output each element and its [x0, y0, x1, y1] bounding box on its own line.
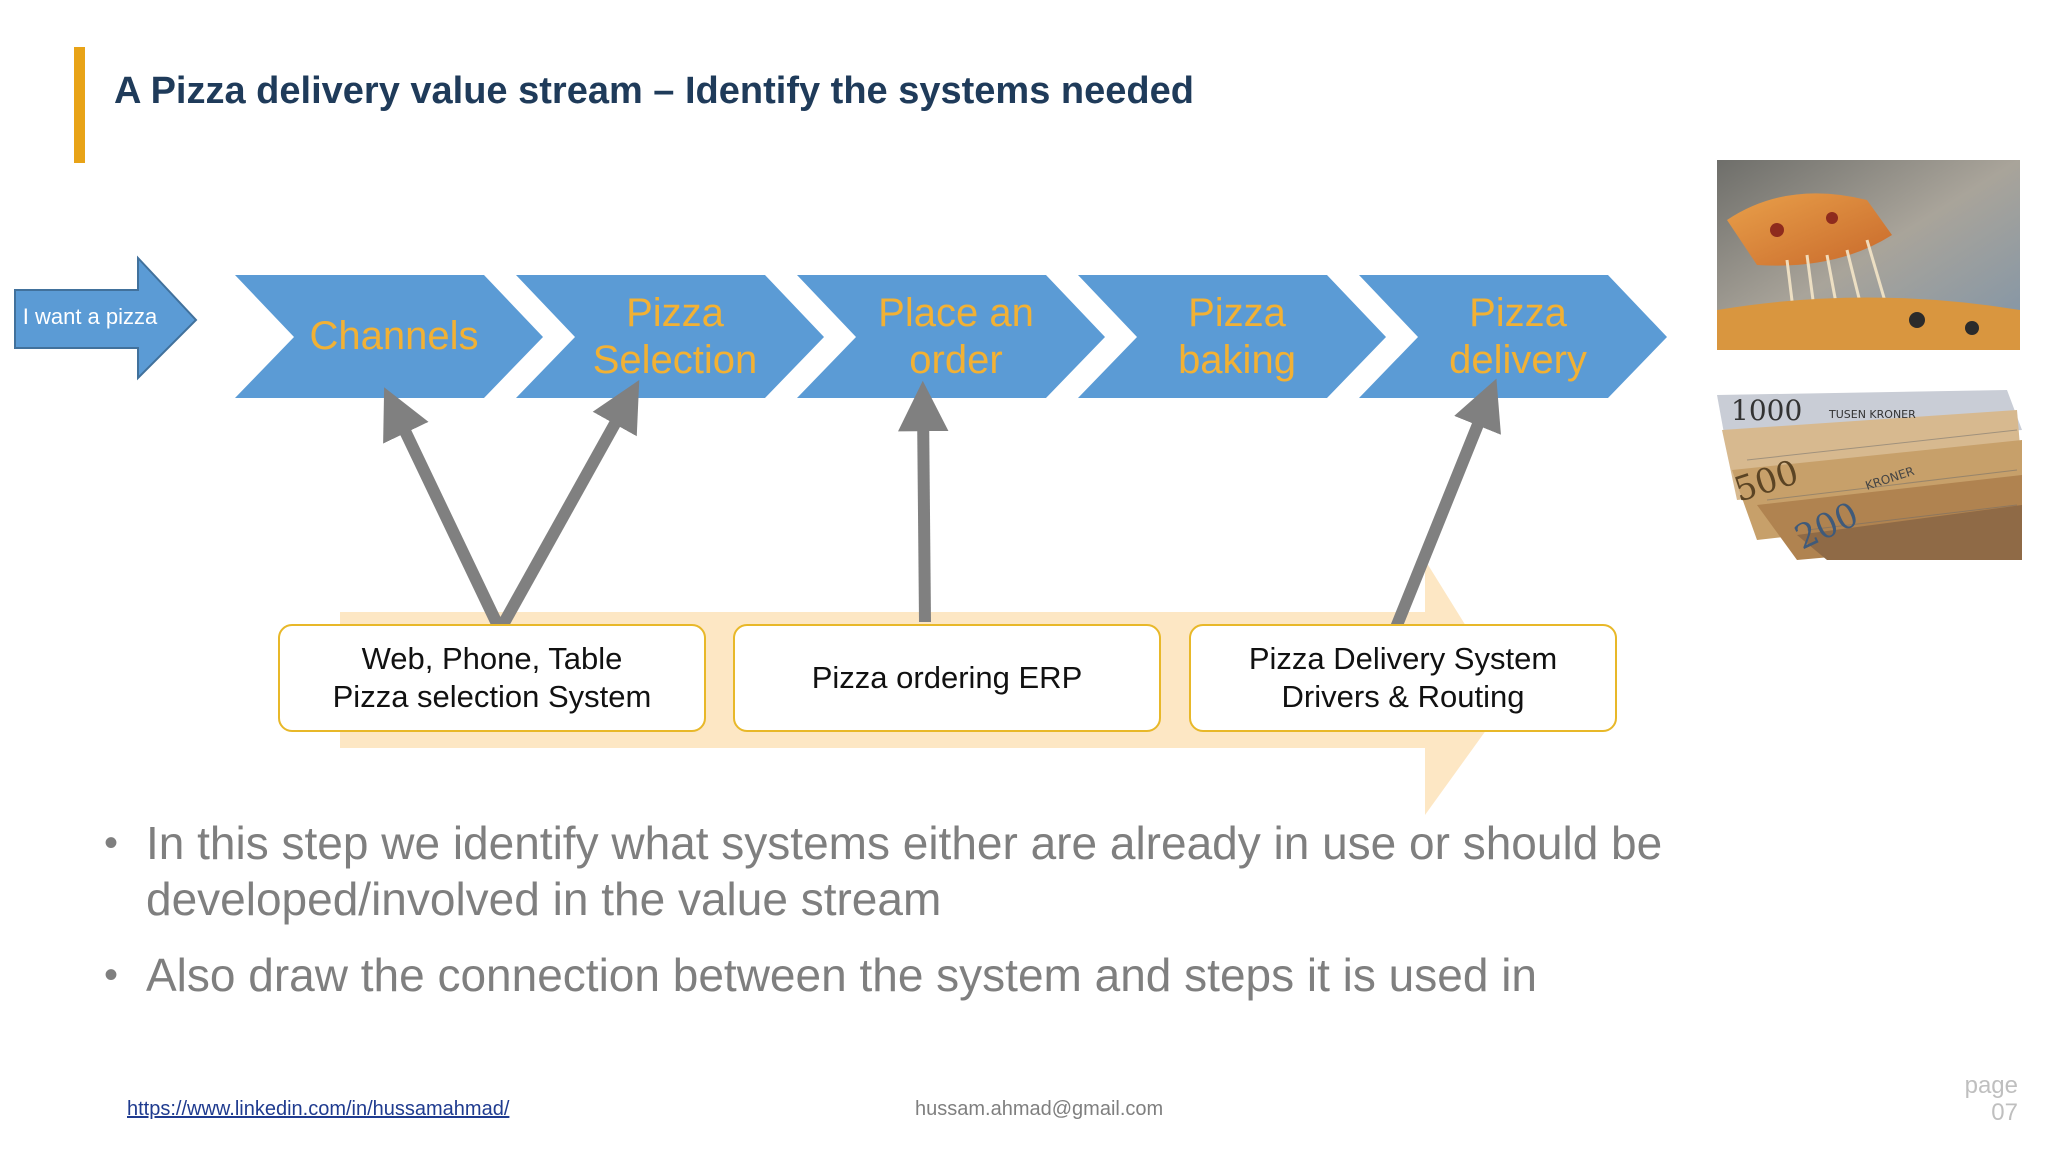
title-accent-bar [74, 47, 85, 163]
bullet-item: • Also draw the connection between the sy… [104, 947, 1704, 1003]
linkedin-link[interactable]: https://www.linkedin.com/in/hussamahmad/ [127, 1098, 510, 1120]
bullet-text: In this step we identify what systems ei… [146, 817, 1663, 925]
banknote-denomination: 1000 [1731, 394, 1802, 427]
bullet-dot-icon: • [104, 953, 119, 997]
footer-email: hussam.ahmad@gmail.com [915, 1098, 1164, 1120]
system-label: Pizza ordering ERP [811, 660, 1083, 695]
banknotes-photo: 1000 TUSEN KRONER 500 200 KRONER [1717, 390, 2022, 560]
banknote-text: TUSEN KRONER [1828, 408, 1916, 421]
system-label: Pizza Delivery System Drivers & Routing [1248, 641, 1558, 714]
chevron-pizza-delivery [1359, 275, 1667, 398]
step-label-channels: Channels [309, 314, 479, 358]
step-label-pizza-selection: Pizza Selection [592, 290, 758, 382]
system-box-pizza-ordering-erp: Pizza ordering ERP [733, 624, 1161, 732]
connector-arrow-web-to-selection [494, 379, 640, 633]
system-box-pizza-delivery-system: Pizza Delivery System Drivers & Routing [1189, 624, 1617, 732]
chevron-channels [235, 275, 543, 398]
bullet-item: • In this step we identify what systems e… [104, 815, 1704, 927]
system-label: Web, Phone, Table Pizza selection System [332, 641, 652, 714]
bullet-dot-icon: • [104, 821, 119, 865]
chevron-pizza-selection [516, 275, 824, 398]
system-box-web-phone-table: Web, Phone, Table Pizza selection System [278, 624, 706, 732]
bullet-text: Also draw the connection between the sys… [146, 949, 1538, 1001]
pizza-photo [1717, 160, 2020, 350]
slide-title: A Pizza delivery value stream – Identify… [114, 70, 1194, 112]
bullet-list: • In this step we identify what systems e… [104, 815, 1704, 1023]
start-arrow [14, 255, 198, 381]
page-number: page 07 [1964, 1072, 2018, 1126]
chevron-pizza-baking [1078, 275, 1386, 398]
chevron-place-an-order [797, 275, 1105, 398]
start-label: I want a pizza [22, 304, 158, 329]
step-label-pizza-delivery: Pizza delivery [1449, 290, 1587, 382]
connector-arrow-web-to-channels [383, 387, 506, 633]
connector-arrow-delivery-to-delivery [1389, 378, 1501, 633]
step-label-place-an-order: Place an order [878, 290, 1034, 382]
connector-arrow-erp-to-order [898, 380, 949, 623]
step-label-pizza-baking: Pizza baking [1178, 290, 1296, 382]
